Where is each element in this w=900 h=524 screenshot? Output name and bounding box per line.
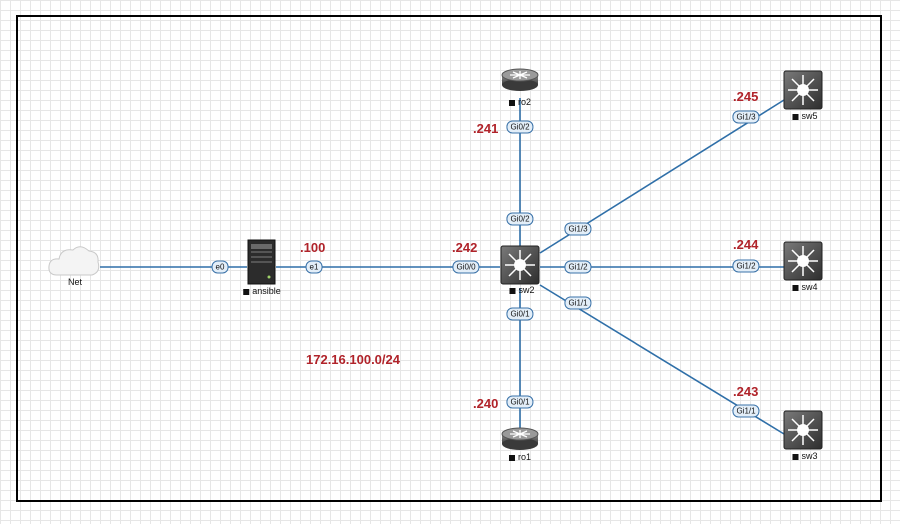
ip-label-ro2: .241	[473, 121, 499, 136]
port-label-e1: e1	[305, 260, 323, 274]
ip-label-ansible: .100	[300, 240, 326, 255]
server-icon[interactable]	[247, 239, 276, 285]
ip-label-sw2: .242	[452, 240, 478, 255]
node-label-text: sw3	[801, 451, 818, 461]
node-label-sw5: sw5	[792, 111, 818, 121]
node-label-text: ro2	[517, 97, 532, 107]
port-label-sw2-gi01: Gi0/1	[506, 307, 534, 321]
node-label-text: sw4	[801, 282, 818, 292]
port-label-e0: e0	[211, 260, 229, 274]
port-label-sw2-gi00: Gi0/0	[452, 260, 480, 274]
node-label-sw2: sw2	[509, 285, 535, 295]
node-label-text: ro1	[517, 452, 532, 462]
switch-sw2-icon[interactable]	[500, 245, 540, 285]
node-label-ro1: ro1	[508, 452, 532, 462]
diagram-frame	[16, 15, 882, 502]
ip-label-sw4: .244	[733, 237, 759, 252]
switch-sw3-icon[interactable]	[783, 410, 823, 450]
node-label-text: sw2	[518, 285, 535, 295]
ip-label-sw5: .245	[733, 89, 759, 104]
node-label-ro2: ro2	[508, 97, 532, 107]
node-label-sw3: sw3	[792, 451, 818, 461]
port-label-sw5-gi13: Gi1/3	[732, 110, 760, 124]
router-ro1-icon[interactable]	[501, 427, 539, 450]
router-ro2-icon[interactable]	[501, 68, 539, 91]
port-label-sw2-gi12: Gi1/2	[564, 260, 592, 274]
node-label-net: Net	[68, 277, 82, 287]
port-label-ro1-gi01: Gi0/1	[506, 395, 534, 409]
port-label-ro2-gi02: Gi0/2	[506, 120, 534, 134]
node-label-text: Net	[67, 277, 83, 287]
cloud-icon[interactable]	[48, 246, 100, 276]
port-label-sw2-gi02: Gi0/2	[506, 212, 534, 226]
port-label-sw4-gi12: Gi1/2	[732, 259, 760, 273]
port-label-sw2-gi13: Gi1/3	[564, 222, 592, 236]
switch-sw5-icon[interactable]	[783, 70, 823, 110]
switch-sw4-icon[interactable]	[783, 241, 823, 281]
ip-label-sw3: .243	[733, 384, 759, 399]
node-label-text: ansible	[252, 286, 281, 296]
port-label-sw2-gi11: Gi1/1	[564, 296, 592, 310]
port-label-sw3-gi11: Gi1/1	[732, 404, 760, 418]
node-label-ansible: ansible	[243, 286, 281, 296]
ip-label-ro1: .240	[473, 396, 499, 411]
node-label-sw4: sw4	[792, 282, 818, 292]
node-label-text: sw5	[801, 111, 818, 121]
subnet-label: 172.16.100.0/24	[306, 352, 400, 367]
